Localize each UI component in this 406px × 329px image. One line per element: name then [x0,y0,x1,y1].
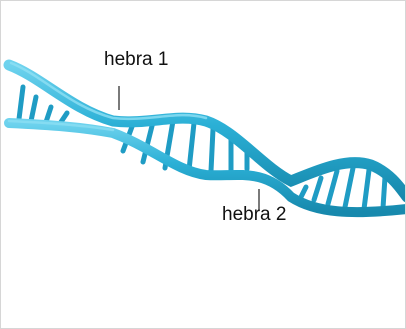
strand-2-label: hebra 2 [222,205,286,224]
dna-strand-front-highlight [11,63,206,119]
strand-1-label: hebra 1 [104,50,168,69]
